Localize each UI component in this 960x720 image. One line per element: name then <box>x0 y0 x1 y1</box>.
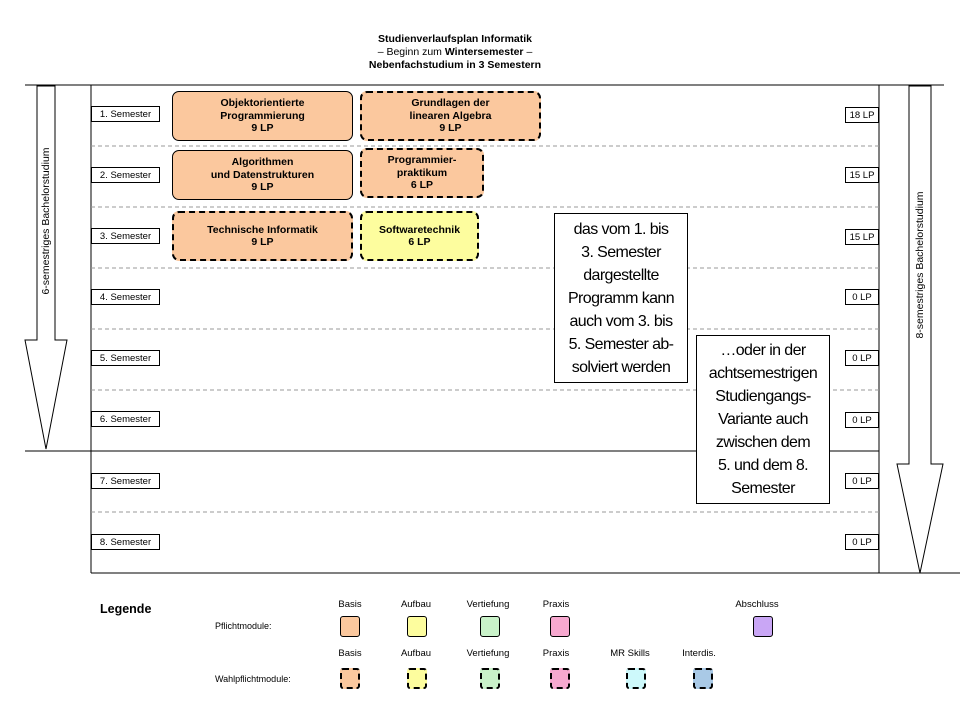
lp-label-3: 15 LP <box>845 229 879 245</box>
legend-pflicht-basis: Basis <box>338 599 362 610</box>
lp-label-5: 0 LP <box>845 350 879 366</box>
swatch-pflicht-basis <box>340 616 360 637</box>
semester-label-6: 6. Semester <box>91 411 160 427</box>
swatch-pflicht-vertiefung <box>480 616 500 637</box>
six-semester-arrow <box>24 85 68 450</box>
lp-label-1: 18 LP <box>845 107 879 123</box>
swatch-wahl-mr-skills <box>626 668 646 689</box>
legend-pflicht-vertiefung: Vertiefung <box>466 599 510 610</box>
legend-pflicht-praxis: Praxis <box>542 599 570 610</box>
semester-label-7: 7. Semester <box>91 473 160 489</box>
semester-label-2: 2. Semester <box>91 167 160 183</box>
lp-label-4: 0 LP <box>845 289 879 305</box>
swatch-wahl-basis <box>340 668 360 689</box>
six-semester-label: 6-semestriges Bachelorstudium <box>40 147 52 295</box>
swatch-wahl-interdis <box>693 668 713 689</box>
lp-label-7: 0 LP <box>845 473 879 489</box>
lp-label-8: 0 LP <box>845 534 879 550</box>
page-title: Studienverlaufsplan Informatik – Beginn … <box>368 33 542 71</box>
legend-wahl-basis: Basis <box>338 648 362 659</box>
legend-title: Legende <box>100 602 152 616</box>
swatch-wahl-praxis <box>550 668 570 689</box>
semester-label-8: 8. Semester <box>91 534 160 550</box>
swatch-wahl-aufbau <box>407 668 427 689</box>
legend-wahl-aufbau: Aufbau <box>400 648 432 659</box>
lp-label-6: 0 LP <box>845 412 879 428</box>
legend-wahl-label: Wahlpflichtmodule: <box>215 674 291 684</box>
semester-label-3: 3. Semester <box>91 228 160 244</box>
legend-wahl-praxis: Praxis <box>542 648 570 659</box>
eight-semester-label: 8-semestriges Bachelorstudium <box>914 191 926 339</box>
semester-label-4: 4. Semester <box>91 289 160 305</box>
legend-pflicht-label: Pflichtmodule: <box>215 621 272 631</box>
swatch-pflicht-praxis <box>550 616 570 637</box>
lp-label-2: 15 LP <box>845 167 879 183</box>
legend-pflicht-aufbau: Aufbau <box>400 599 432 610</box>
semester-label-1: 1. Semester <box>91 106 160 122</box>
legend-wahl-vertiefung: Vertiefung <box>466 648 510 659</box>
legend-wahl-mr-skills: MR Skills <box>610 648 650 659</box>
legend-wahl-interdis: Interdis. <box>682 648 716 659</box>
swatch-pflicht-abschluss <box>753 616 773 637</box>
swatch-pflicht-aufbau <box>407 616 427 637</box>
swatch-wahl-vertiefung <box>480 668 500 689</box>
legend-pflicht-abschluss: Abschluss <box>735 599 779 610</box>
eight-semester-arrow <box>896 85 944 574</box>
semester-label-5: 5. Semester <box>91 350 160 366</box>
